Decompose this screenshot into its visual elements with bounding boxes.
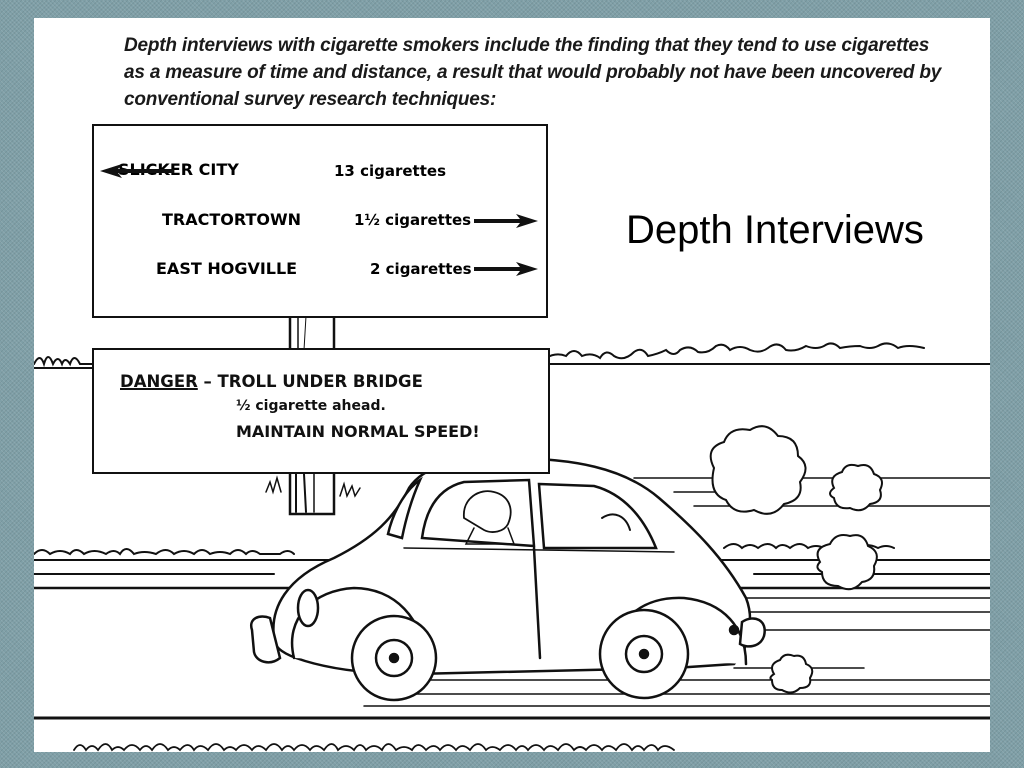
- destination-tractortown: TRACTORTOWN: [162, 210, 302, 229]
- caption-text: Depth interviews with cigarette smokers …: [124, 35, 942, 110]
- sign-post-upper: [288, 310, 336, 354]
- warning-line-1: DANGER – TROLL UNDER BRIDGE: [120, 372, 423, 391]
- left-arrow-icon: [100, 164, 174, 178]
- distance-tractortown: 1½ cigarettes: [354, 211, 472, 229]
- car: [249, 456, 766, 702]
- exhaust-smoke: [709, 425, 883, 694]
- distance-east-hogville: 2 cigarettes: [370, 260, 472, 278]
- destination-east-hogville: EAST HOGVILLE: [156, 259, 298, 278]
- warning-line-3: MAINTAIN NORMAL SPEED!: [236, 422, 480, 441]
- destination-slicker-city: SLICKER CITY: [118, 160, 239, 179]
- right-arrow-icon: [474, 214, 538, 228]
- slide: Depth interviews with cigarette smokers …: [34, 18, 990, 752]
- warning-line-2: ½ cigarette ahead.: [236, 398, 386, 414]
- cartoon-illustration: [34, 310, 990, 752]
- road-sign: [92, 124, 548, 318]
- slide-title: Depth Interviews: [626, 208, 924, 252]
- right-arrow-icon: [474, 262, 538, 276]
- warning-sign: DANGER – TROLL UNDER BRIDGE ½ cigarette …: [92, 348, 550, 474]
- warning-headline: – TROLL UNDER BRIDGE: [197, 372, 423, 391]
- distance-slicker-city: 13 cigarettes: [334, 162, 447, 180]
- danger-label: DANGER: [120, 372, 198, 391]
